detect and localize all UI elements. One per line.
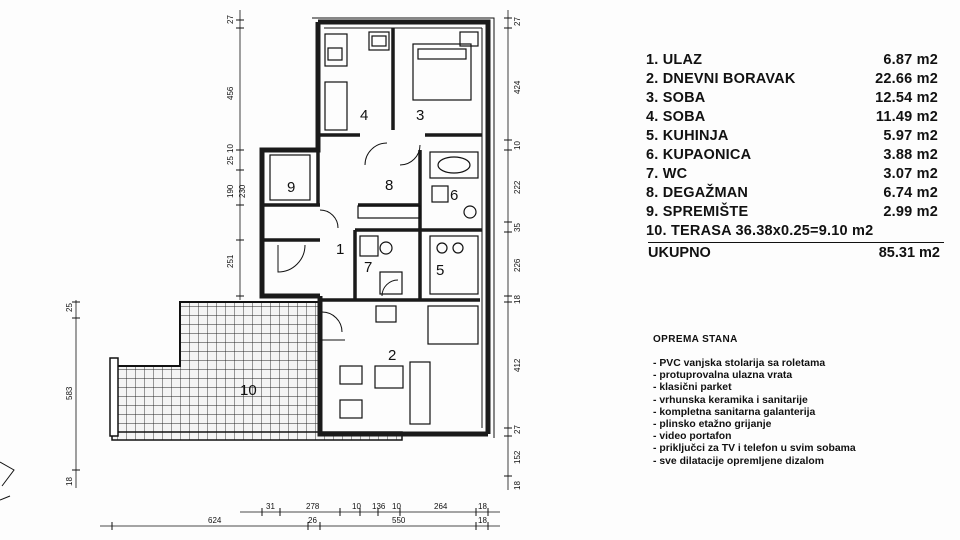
svg-text:26: 26	[308, 516, 317, 525]
svg-text:10: 10	[352, 502, 361, 511]
svg-text:251: 251	[226, 254, 235, 268]
svg-text:624: 624	[208, 516, 222, 525]
svg-text:424: 424	[513, 80, 522, 94]
room-label: 2. DNEVNI BORAVAK	[646, 71, 796, 87]
bottom-dimension-lines: 31 278 10 136 10 264 18 624 26 550 18	[100, 502, 500, 530]
room-row: 8. DEGAŽMAN 6.74 m2	[646, 185, 942, 204]
room-row: 2. DNEVNI BORAVAK 22.66 m2	[646, 71, 942, 90]
room-number-10: 10	[240, 382, 257, 399]
interior-walls	[262, 28, 482, 302]
room-label: 10. TERASA 36.38x0.25=9.10 m2	[646, 223, 874, 239]
svg-text:18: 18	[478, 516, 487, 525]
list-item: - plinsko etažno grijanje	[653, 418, 772, 430]
room-label: 6. KUPAONICA	[646, 147, 752, 163]
list-item: - PVC vanjska stolarija sa roletama	[653, 358, 826, 369]
room-row: 3. SOBA 12.54 m2	[646, 90, 942, 109]
room-area: 2.99 m2	[883, 204, 938, 220]
equipment-title: OPREMA STANA	[653, 334, 738, 345]
room-row: 4. SOBA 11.49 m2	[646, 109, 942, 128]
svg-text:278: 278	[306, 502, 320, 511]
list-item: - protuprovalna ulazna vrata	[653, 370, 793, 382]
svg-text:18: 18	[65, 477, 74, 486]
room-numbers: 1 2 3 4 5 6 7 8 9 10	[240, 107, 458, 399]
total-row: UKUPNO 85.31 m2	[648, 245, 940, 265]
list-item: - vrhunska keramika i sanitarije	[653, 394, 808, 406]
room-area: 3.88 m2	[883, 147, 938, 163]
room-area: 12.54 m2	[875, 90, 938, 106]
list-item: - priključci za TV i telefon u svim soba…	[653, 443, 856, 455]
total-divider	[648, 242, 944, 243]
room-number-1: 1	[336, 241, 344, 258]
svg-text:550: 550	[392, 516, 406, 525]
svg-text:27: 27	[226, 15, 235, 24]
room-row: 1. ULAZ 6.87 m2	[646, 52, 942, 71]
room-label: 9. SPREMIŠTE	[646, 204, 749, 220]
room-row: 6. KUPAONICA 3.88 m2	[646, 147, 942, 166]
svg-text:230: 230	[238, 184, 247, 198]
svg-text:190: 190	[226, 184, 235, 198]
room-areas-table: 1. ULAZ 6.87 m2 2. DNEVNI BORAVAK 22.66 …	[646, 52, 942, 242]
svg-text:27: 27	[513, 425, 522, 434]
list-item: - sve dilatacije opremljene dizalom	[653, 455, 824, 467]
svg-text:264: 264	[434, 502, 448, 511]
left-dimension-line: 27 456 10 25 190 230 251 25 583 18	[65, 10, 247, 488]
room-number-4: 4	[360, 107, 368, 124]
room-area: 22.66 m2	[875, 71, 938, 87]
equipment-list: - PVC vanjska stolarija sa roletama - pr…	[653, 358, 953, 468]
room-row: 7. WC 3.07 m2	[646, 166, 942, 185]
list-item: - kompletna sanitarna galanterija	[653, 406, 816, 418]
room-area: 11.49 m2	[875, 109, 938, 125]
room-row: 5. KUHINJA 5.97 m2	[646, 128, 942, 147]
svg-text:31: 31	[266, 502, 275, 511]
room-number-8: 8	[385, 177, 393, 194]
room-area: 5.97 m2	[883, 128, 938, 144]
list-item: - klasični parket	[653, 382, 732, 394]
svg-text:18: 18	[513, 295, 522, 304]
svg-text:222: 222	[513, 180, 522, 194]
room-row: 10. TERASA 36.38x0.25=9.10 m2	[646, 223, 942, 242]
svg-text:136: 136	[372, 502, 386, 511]
room-label: 8. DEGAŽMAN	[646, 185, 749, 201]
floor-plan: 1 2 3 4 5 6 7 8 9 10 27 456 10 25 190 23…	[0, 10, 522, 530]
room-number-6: 6	[450, 187, 458, 204]
svg-text:226: 226	[513, 258, 522, 272]
svg-text:18: 18	[478, 502, 487, 511]
svg-text:25: 25	[65, 303, 74, 312]
total-area: 85.31 m2	[878, 245, 940, 261]
svg-text:583: 583	[65, 386, 74, 400]
exterior-walls	[259, 19, 491, 437]
right-dimension-line: 27 424 10 222 35 226 18 412 27 152 18	[504, 10, 522, 490]
compass-icon	[0, 461, 15, 501]
room-number-9: 9	[287, 179, 295, 196]
svg-text:35: 35	[513, 223, 522, 232]
room-row: 9. SPREMIŠTE 2.99 m2	[646, 204, 942, 223]
svg-text:10: 10	[226, 144, 235, 153]
total-label: UKUPNO	[648, 245, 711, 261]
room-number-2: 2	[388, 347, 396, 364]
furniture	[269, 31, 479, 425]
list-item: - video portafon	[653, 431, 732, 443]
room-area: 6.74 m2	[883, 185, 938, 201]
svg-text:152: 152	[513, 450, 522, 464]
svg-text:27: 27	[513, 17, 522, 26]
svg-text:18: 18	[513, 481, 522, 490]
room-label: 3. SOBA	[646, 90, 706, 106]
svg-text:412: 412	[513, 358, 522, 372]
room-number-5: 5	[436, 262, 444, 279]
room-area: 6.87 m2	[883, 52, 938, 68]
svg-text:456: 456	[226, 86, 235, 100]
svg-text:10: 10	[513, 141, 522, 150]
svg-text:10: 10	[392, 502, 401, 511]
room-area: 3.07 m2	[883, 166, 938, 182]
room-label: 7. WC	[646, 166, 688, 182]
room-label: 5. KUHINJA	[646, 128, 729, 144]
room-label: 4. SOBA	[646, 109, 706, 125]
equipment-section: OPREMA STANA - PVC vanjska stolarija sa …	[653, 334, 953, 468]
room-number-7: 7	[364, 259, 372, 276]
terrace-area	[111, 301, 321, 435]
room-label: 1. ULAZ	[646, 52, 703, 68]
room-number-3: 3	[416, 107, 424, 124]
svg-text:25: 25	[226, 156, 235, 165]
